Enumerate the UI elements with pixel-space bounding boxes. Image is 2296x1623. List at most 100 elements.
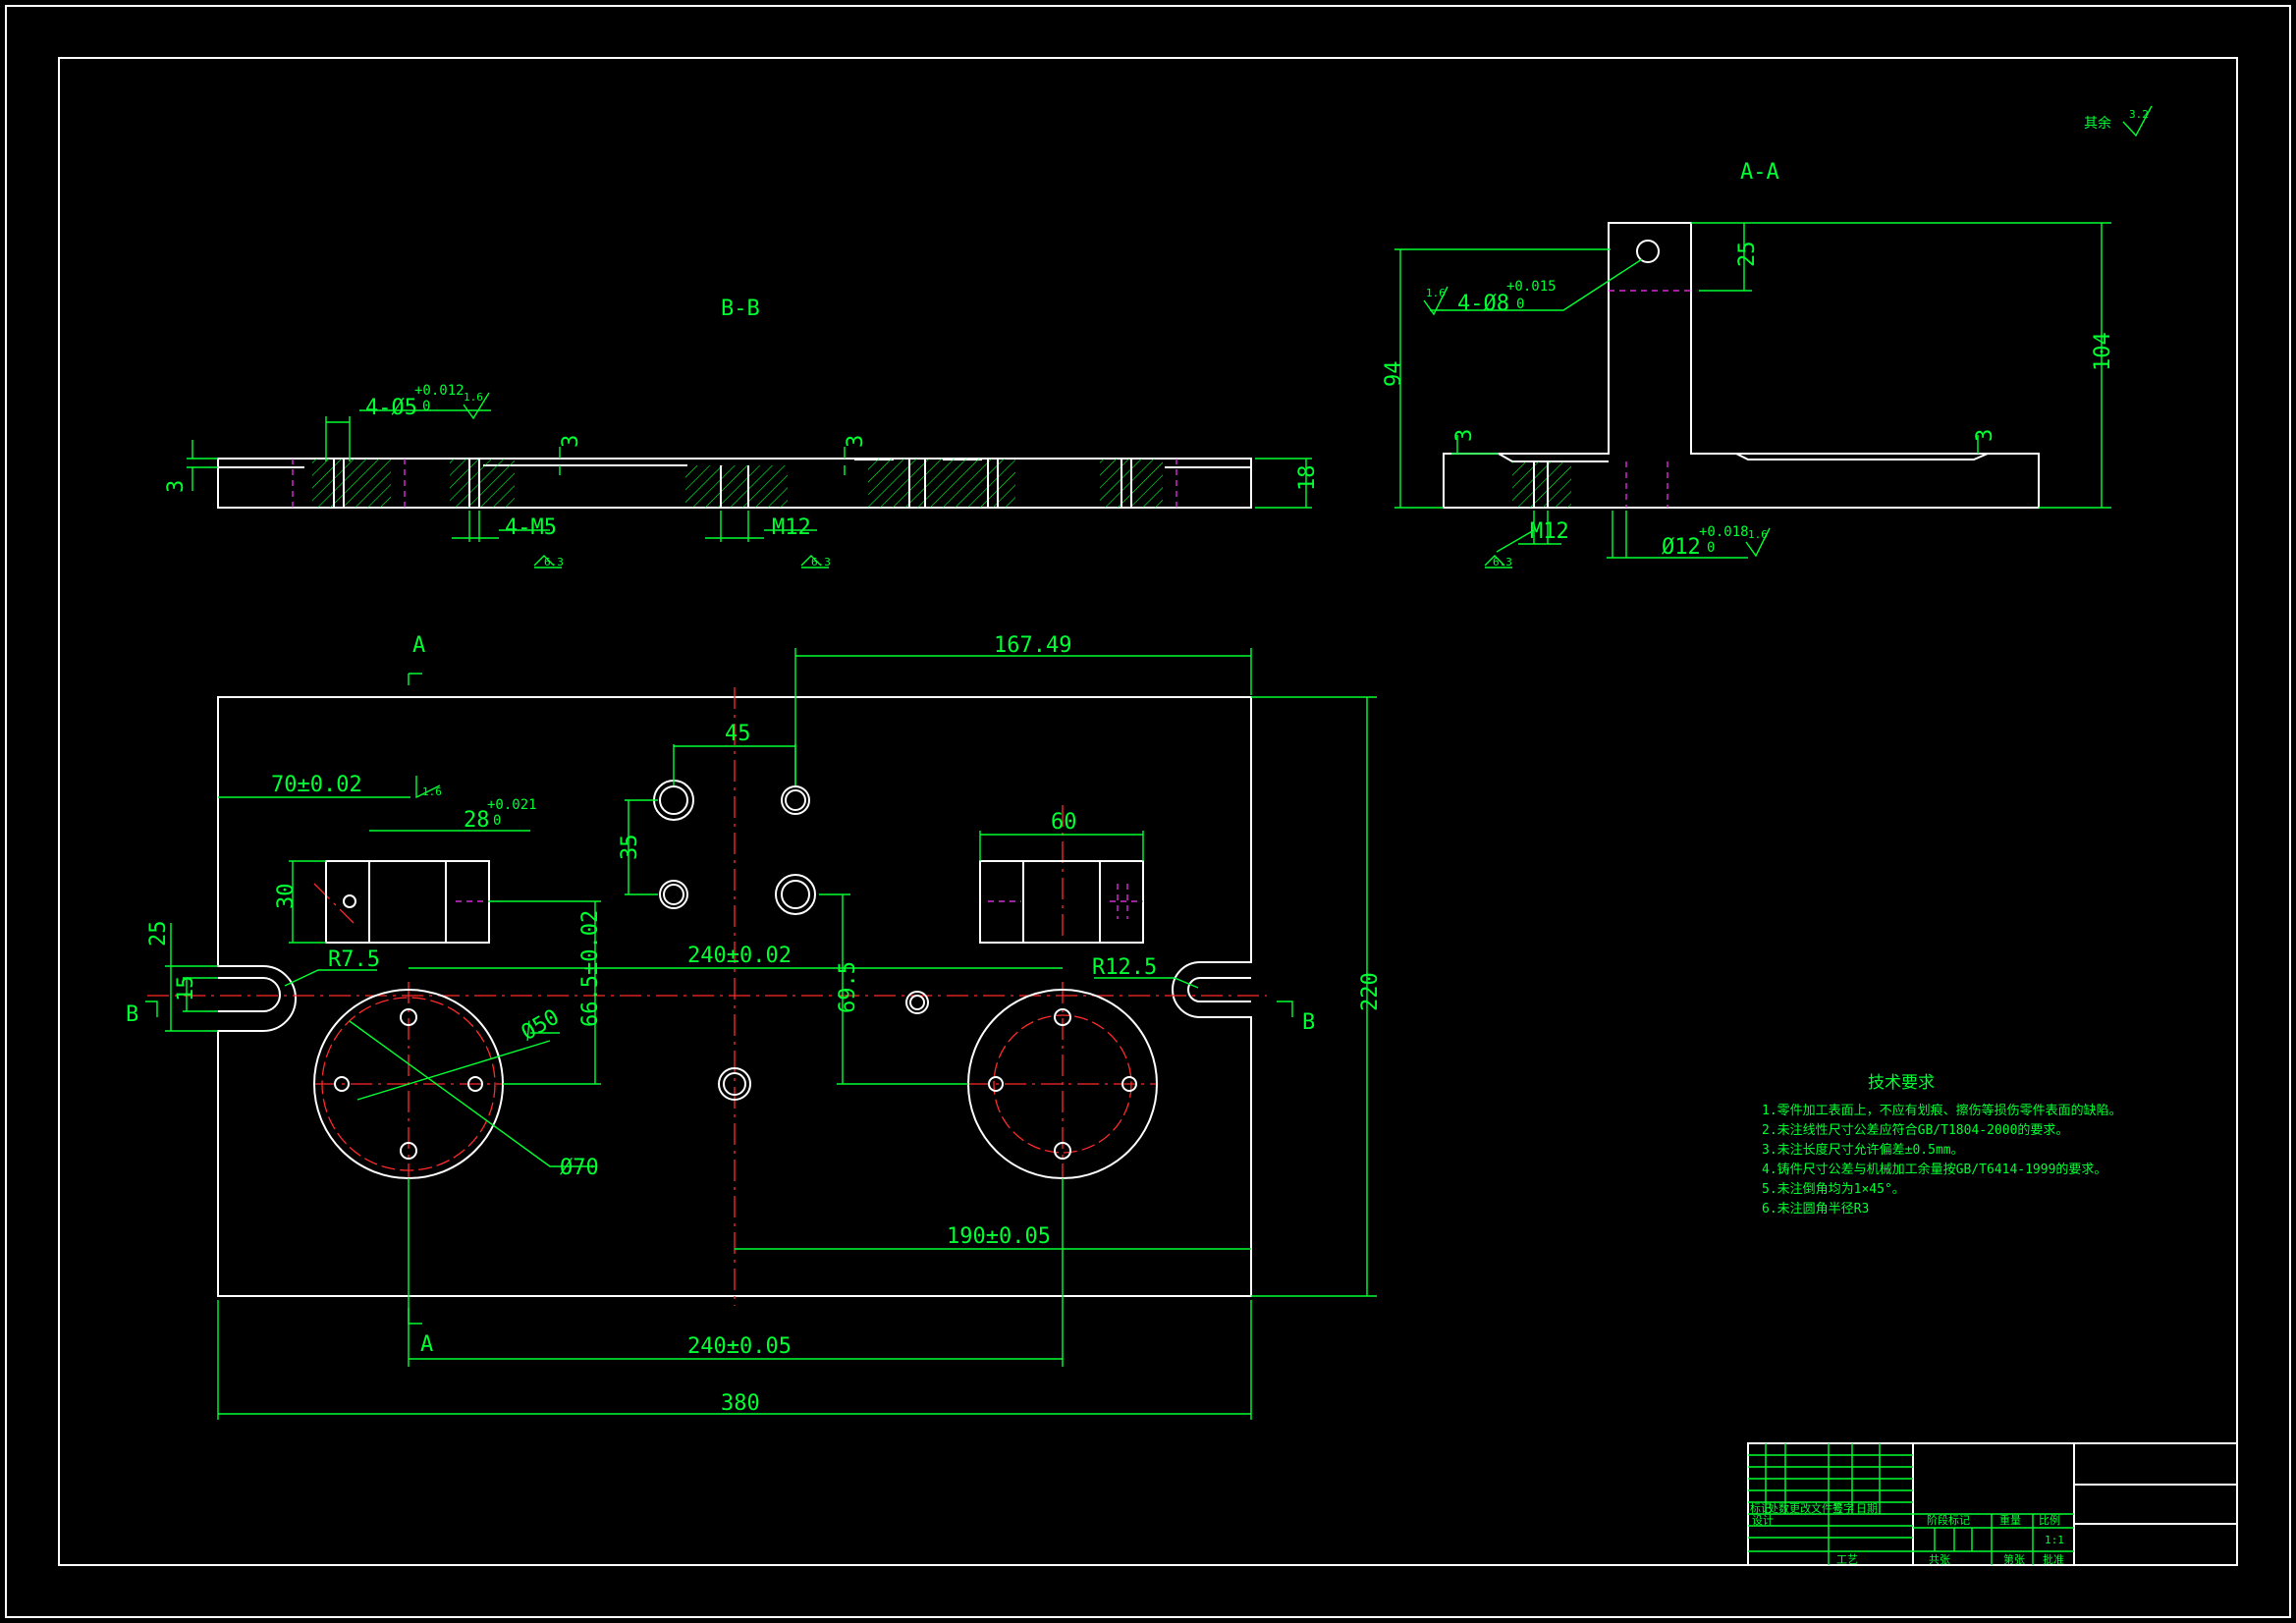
dim-28-tol-lower: 0 [493, 813, 501, 829]
tb-header-sign: 签字 [1832, 1501, 1854, 1515]
dim-70: 70±0.02 [271, 773, 362, 797]
aa-hole-tol-upper: +0.015 [1506, 279, 1557, 295]
dim-45: 45 [725, 722, 751, 746]
bb-m12-label: M12 [772, 515, 811, 540]
dim-28-roughness: 1.6 [422, 785, 442, 798]
cut-a-bottom: A [420, 1332, 433, 1357]
bb-m12-roughness: 6.3 [811, 556, 831, 568]
d50: Ø50 [518, 1005, 564, 1047]
dim-15: 15 [174, 976, 198, 1002]
dim-240-top: 240±0.02 [687, 944, 792, 968]
tb-header-count: 处数 [1768, 1502, 1789, 1515]
dim-665: 66.5±0.02 [578, 910, 603, 1027]
hatch-section [868, 459, 1015, 508]
tech-item: 1.零件加工表面上，不应有划痕、擦伤等损伤零件表面的缺陷。 [1762, 1103, 2122, 1118]
tb-process: 工艺 [1836, 1553, 1858, 1566]
dim-695: 69.5 [836, 961, 860, 1013]
roughness-label: 其余 [2084, 115, 2111, 132]
center-hole [905, 991, 929, 1014]
left-boss-hole [400, 1008, 417, 1026]
aa-dim-25: 25 [1735, 242, 1760, 268]
tech-requirements: 技术要求 1.零件加工表面上，不应有划痕、擦伤等损伤零件表面的缺陷。 2.未注线… [1762, 1073, 2122, 1217]
aa-hole-tol-lower: 0 [1516, 297, 1524, 312]
r75: R7.5 [328, 947, 380, 972]
bb-hole-tol-lower: 0 [422, 399, 430, 414]
dim-60: 60 [1051, 810, 1077, 835]
dim-240-bottom: 240±0.05 [687, 1334, 792, 1359]
aa-bore-roughness: 1.6 [1748, 528, 1768, 541]
tb-header-date: 日期 [1856, 1502, 1878, 1515]
aa-dim-94: 94 [1382, 361, 1406, 388]
plan-view: A A B B 167.49 45 35 70±0.02 1.6 28 +0.0… [126, 633, 1383, 1420]
tech-item: 4.铸件尺寸公差与机械加工余量按GB/T6414-1999的要求。 [1762, 1162, 2106, 1177]
tb-weight: 重量 [1999, 1513, 2021, 1527]
hatch-section [312, 459, 391, 508]
cut-a-top: A [412, 633, 425, 658]
outer-border [5, 5, 2291, 1618]
pattern-hole [781, 785, 810, 815]
general-roughness-symbol: 其余 3.2 [2084, 105, 2153, 137]
aa-hole-roughness: 1.6 [1426, 287, 1446, 299]
d70: Ø70 [560, 1156, 599, 1180]
hatch-section [450, 459, 515, 508]
dim-380: 380 [721, 1391, 760, 1416]
section-aa-view: A-A 25 94 104 4-Ø8 +0.015 0 1.6 3 3 M12 … [1382, 160, 2115, 568]
dim-220: 220 [1358, 972, 1383, 1011]
pattern-hole [659, 880, 688, 909]
pattern-hole [775, 874, 816, 915]
tb-stage: 阶段标记 [1927, 1513, 1970, 1527]
title-block: 标记 处数 更改文件号 签字 日期 设计 工艺 阶段标记 重量 比例 1:1 共… [1747, 1442, 2238, 1566]
tb-scale: 比例 [2039, 1513, 2060, 1527]
tech-item: 2.未注线性尺寸公差应符合GB/T1804-2000的要求。 [1762, 1122, 2068, 1138]
section-bb-title: B-B [721, 297, 760, 321]
inner-border [58, 57, 2238, 1566]
hatch-section [1512, 461, 1571, 508]
aa-bore-label: Ø12 [1662, 535, 1701, 560]
bottom-center-hole [718, 1067, 751, 1101]
aa-step-left: 3 [1452, 429, 1477, 442]
r125: R12.5 [1092, 955, 1157, 980]
tech-title: 技术要求 [1868, 1073, 1935, 1093]
bb-step-mid1: 3 [559, 435, 583, 448]
tech-item: 5.未注倒角均为1×45°。 [1762, 1182, 1905, 1197]
dim-190: 190±0.05 [947, 1224, 1051, 1249]
tb-header-file: 更改文件号 [1789, 1501, 1843, 1515]
dim-35: 35 [618, 835, 642, 861]
bb-hole-tol-upper: +0.012 [414, 383, 465, 399]
bb-thickness: 18 [1295, 465, 1320, 492]
tb-header-mark: 标记 [1750, 1501, 1772, 1515]
dim-25: 25 [146, 921, 171, 947]
tech-item: 3.未注长度尺寸允许偏差±0.5mm。 [1762, 1142, 1964, 1158]
left-clamp-block [325, 860, 490, 944]
aa-bore-tol-upper: +0.018 [1699, 524, 1749, 540]
tb-scale-value: 1:1 [2045, 1534, 2064, 1546]
bb-hole-roughness: 1.6 [464, 391, 483, 404]
aa-step-right: 3 [1973, 429, 1997, 442]
bb-step-mid2: 3 [844, 435, 868, 448]
section-aa-title: A-A [1740, 160, 1779, 185]
bb-thread-label: 4-M5 [505, 515, 557, 540]
dim-30: 30 [274, 884, 299, 910]
tb-approve: 批准 [2043, 1552, 2064, 1566]
tb-sheet-total: 共张 [1929, 1553, 1950, 1566]
cut-b-left: B [126, 1002, 138, 1027]
dim-28: 28 [464, 808, 490, 833]
hatch-section [685, 465, 788, 508]
aa-bore-tol-lower: 0 [1707, 540, 1715, 556]
dim-167: 167.49 [994, 633, 1071, 658]
section-bb-view: B-B 4-Ø5 +0.012 0 1.6 4-M5 6.3 M12 6.3 3… [164, 297, 1320, 568]
aa-pin-hole [1636, 240, 1660, 263]
bb-thread-roughness: 6.3 [544, 556, 564, 568]
aa-dim-104: 104 [2091, 332, 2115, 371]
aa-hole-label: 4-Ø8 [1457, 292, 1509, 316]
left-clamp-hole [343, 894, 356, 908]
roughness-value: 3.2 [2129, 108, 2149, 121]
bb-hole-label: 4-Ø5 [365, 396, 417, 420]
tb-sheet-no: 第张 [2003, 1552, 2025, 1566]
bb-left-step: 3 [164, 480, 189, 493]
cut-b-right: B [1302, 1010, 1315, 1035]
dim-28-tol-upper: +0.021 [487, 797, 537, 813]
aa-m12-label: M12 [1530, 519, 1569, 544]
tech-item: 6.未注圆角半径R3 [1762, 1202, 1869, 1217]
